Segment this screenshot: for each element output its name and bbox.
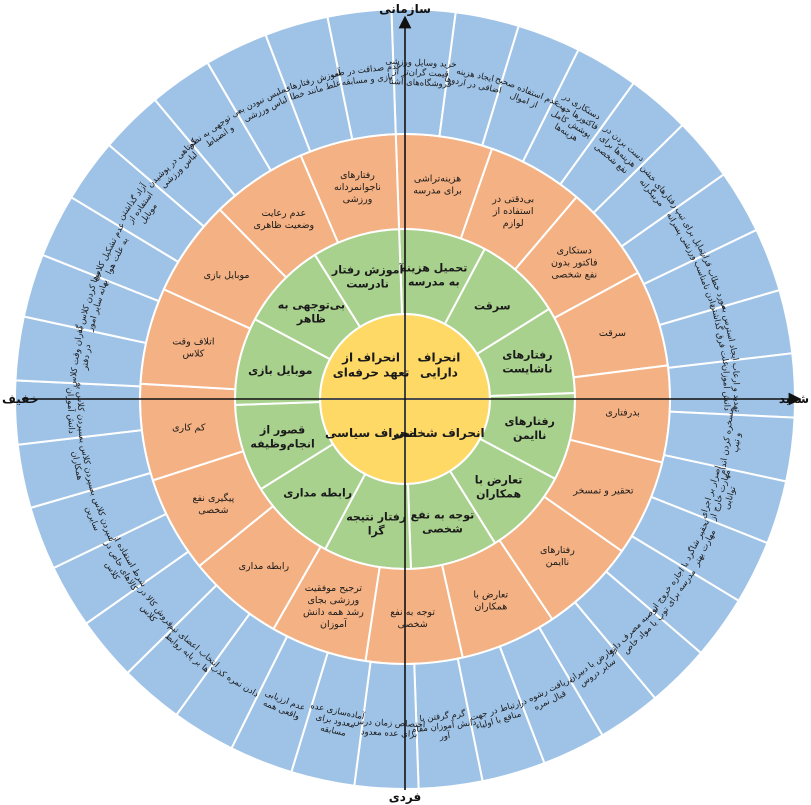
axis-label-bottom: فردی <box>389 790 421 804</box>
ring2-label: موبایل بازی <box>248 364 312 377</box>
ring4-segment <box>326 8 397 141</box>
ring4-label: تهدید و ارعابدانش آموزان <box>720 363 742 414</box>
axis-label-right: شدید <box>779 392 809 406</box>
wedges-layer <box>14 8 796 790</box>
ring4-label: سپردن کلاس بهدانش آموزان <box>64 382 86 439</box>
ring3-label: بدرفتاری <box>605 408 640 419</box>
ring2-label: سرقت <box>474 299 511 312</box>
ring3-label: کم کاری <box>172 423 206 434</box>
ring3-label: رابطه مداری <box>239 561 290 572</box>
ring2-label: رابطه مداری <box>283 487 352 500</box>
axis-label-top: سازمانی <box>379 2 431 16</box>
core-label: انحراف سیاسی <box>325 426 417 440</box>
ring3-label: تحقیر و تمسخر <box>572 485 634 496</box>
ring3-label: موبایل بازی <box>204 270 250 281</box>
ring3-label: سرقت <box>599 328 626 339</box>
ring4-label: اختصاص زمان درسبرای عده معدود <box>353 717 425 740</box>
axis-label-left: خفیف <box>2 392 38 406</box>
core-label: انحراف شخصی <box>393 426 484 440</box>
